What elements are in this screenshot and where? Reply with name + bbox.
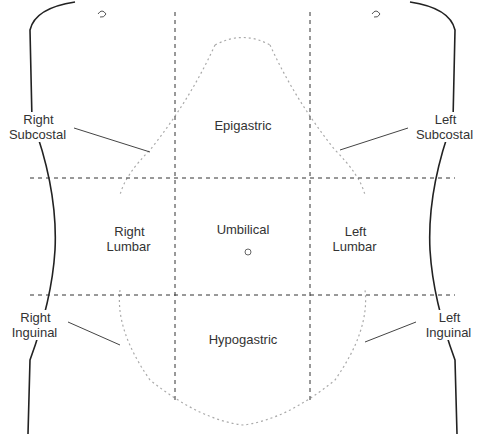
leader-line <box>68 322 120 345</box>
nipple <box>372 11 380 17</box>
leader-line <box>365 322 416 342</box>
leader-line <box>74 128 150 152</box>
region-label: Right Subcostal <box>4 112 72 142</box>
skeleton-outline <box>119 38 365 426</box>
region-label: Left Subcostal <box>410 112 480 142</box>
left-flank <box>28 2 75 434</box>
region-lines <box>30 12 455 400</box>
navel <box>245 249 251 255</box>
label-text: Left Inguinal <box>426 310 473 340</box>
right-vertical-line <box>175 12 176 400</box>
region-label: Right Lumbar <box>100 224 158 254</box>
sternum-notch <box>215 38 270 46</box>
nipples <box>98 11 380 17</box>
leader-lines <box>68 128 416 345</box>
intertubercular-line <box>30 295 455 296</box>
region-label: Left Inguinal <box>418 310 480 340</box>
region-label: Epigastric <box>190 118 296 133</box>
label-text: Epigastric <box>213 118 272 133</box>
label-text: Right Lumbar <box>106 224 151 254</box>
left-vertical-line <box>310 12 311 400</box>
label-text: Right Subcostal <box>9 112 67 142</box>
region-label: Left Lumbar <box>326 224 384 254</box>
region-label: Hypogastric <box>190 332 296 347</box>
label-text: Hypogastric <box>208 332 279 347</box>
label-text: Left Subcostal <box>416 112 474 142</box>
right-flank <box>410 2 457 434</box>
subcostal-line <box>30 178 455 179</box>
label-text: Left Lumbar <box>332 224 377 254</box>
right-costal-margin <box>120 45 215 195</box>
region-label: Right Inguinal <box>4 310 66 340</box>
left-costal-margin <box>270 45 365 195</box>
nipple <box>98 11 106 17</box>
label-text: Right Inguinal <box>12 310 59 340</box>
body-outline <box>28 2 457 434</box>
leader-line <box>340 128 408 150</box>
region-label: Umbilical <box>190 222 296 237</box>
pelvis <box>119 290 365 425</box>
label-text: Umbilical <box>216 222 271 237</box>
